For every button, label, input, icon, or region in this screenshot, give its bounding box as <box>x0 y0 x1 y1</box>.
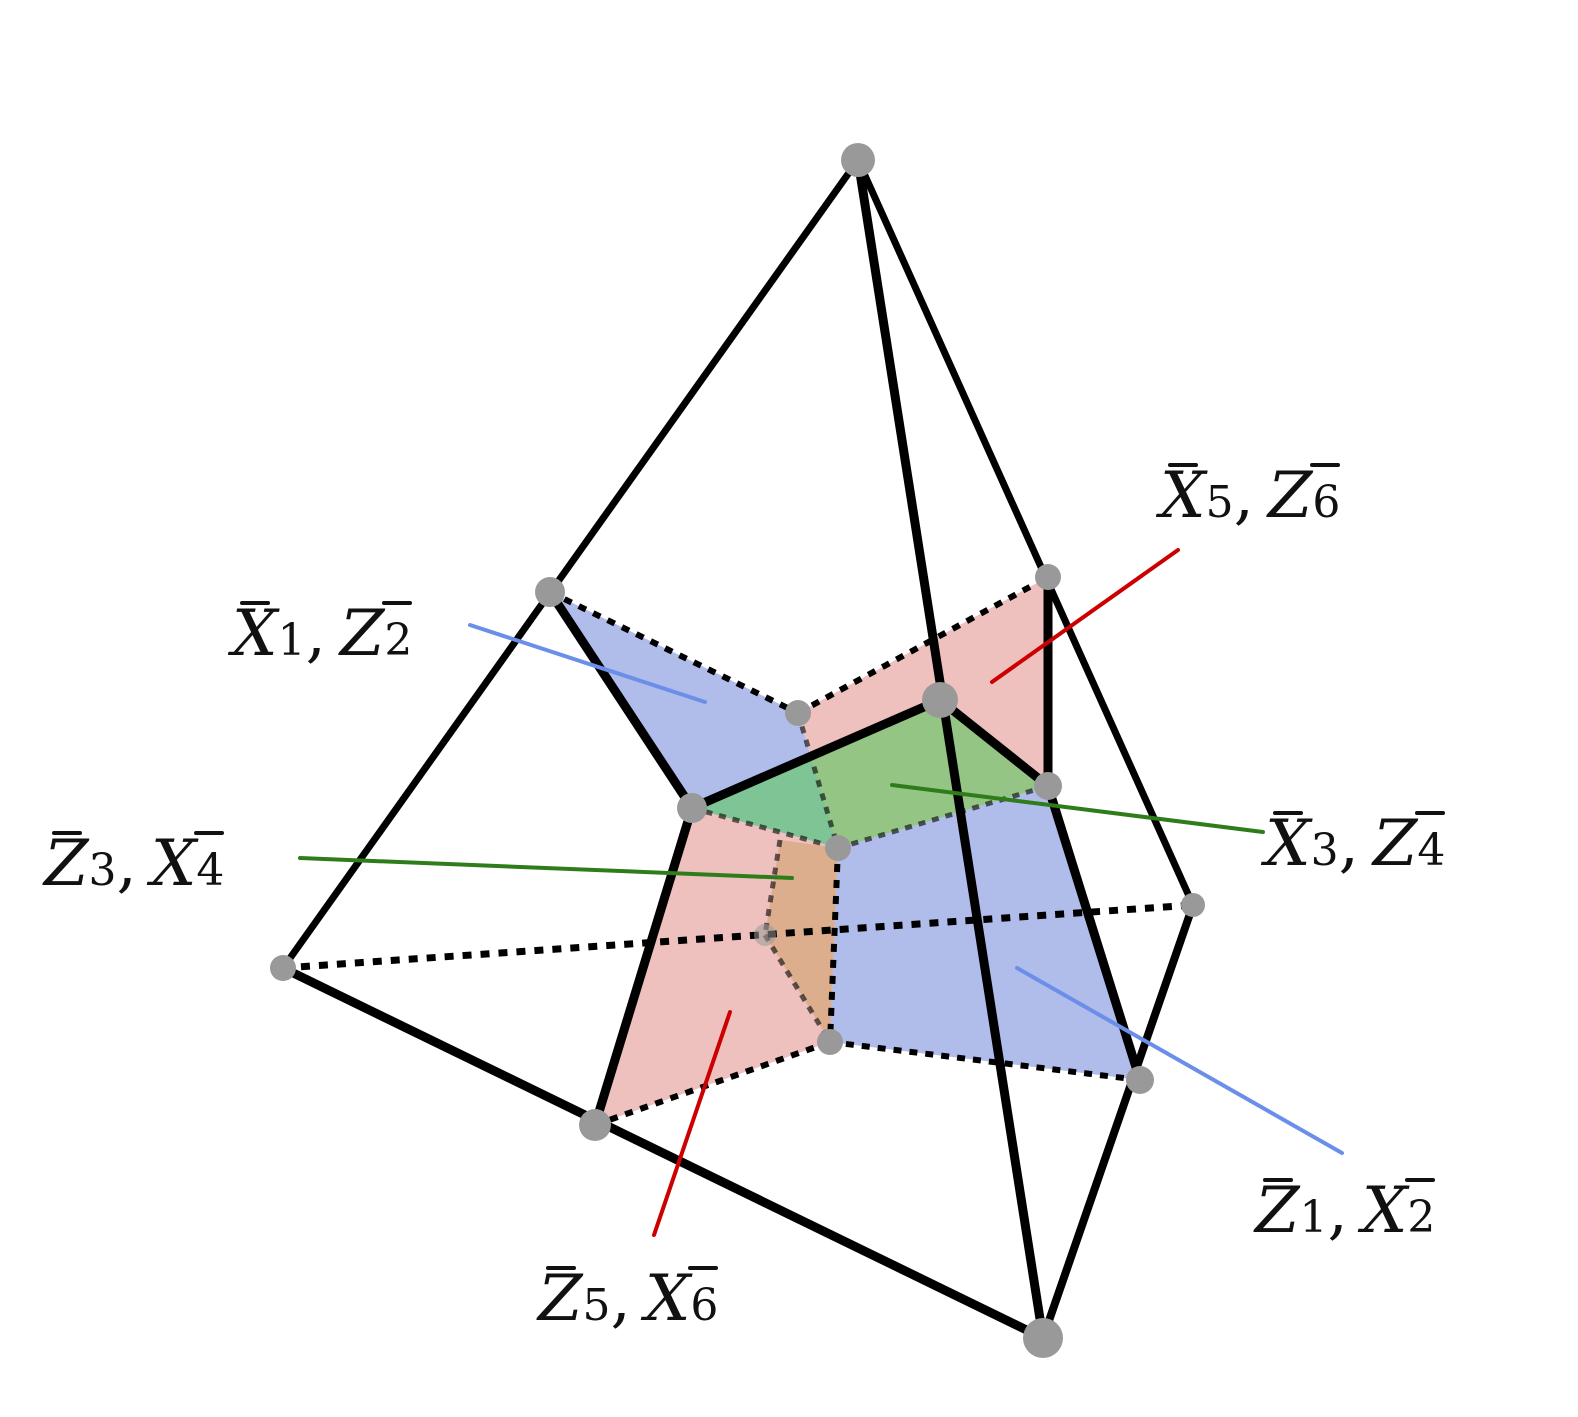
vertices <box>270 143 1205 1358</box>
label-x1z2-b: Z <box>338 597 386 671</box>
label-x3z4: X3,Z4 <box>1260 807 1445 881</box>
leader-z3x4 <box>298 856 794 880</box>
vertex-lower-right <box>1126 1066 1154 1094</box>
vertex-inner-top <box>785 700 811 726</box>
hidden-edge-inner-3 <box>837 783 1049 851</box>
edge-green-top-right <box>935 695 1053 791</box>
vertex-green-left <box>677 793 707 823</box>
label-z3x4-b: X <box>146 827 199 901</box>
hidden-edge-inner-1 <box>795 712 841 849</box>
leader-x1z2 <box>468 623 707 704</box>
label-x5z6-b-sub: 6 <box>1312 477 1340 528</box>
label-z5x6: Z5,X6 <box>536 1262 718 1336</box>
edge-green-top-left <box>687 695 945 813</box>
label-z5x6-b: X <box>640 1262 693 1336</box>
label-z1x2-sep: , <box>1327 1174 1347 1248</box>
hidden-edge-lower-right <box>829 1039 1141 1083</box>
vertex-mid-left <box>535 577 565 607</box>
label-z1x2-b-sub: 2 <box>1407 1192 1435 1243</box>
label-z1x2-a: Z <box>1253 1174 1301 1248</box>
label-z3x4-a-sub: 3 <box>88 845 116 896</box>
edge-apex-left <box>279 156 862 972</box>
vertex-center <box>825 835 851 861</box>
hidden-edge-inner-2 <box>691 805 839 851</box>
label-x1z2-a-sub: 1 <box>278 615 306 666</box>
label-z5x6-a-sub: 5 <box>582 1280 610 1331</box>
edge-apex-front <box>853 155 1048 1343</box>
leader-z1x2 <box>1015 966 1344 1155</box>
label-z3x4-b-sub: 4 <box>196 845 224 896</box>
svg-text:X3,Z4: X3,Z4 <box>1260 807 1445 881</box>
leader-x3z4 <box>890 783 1265 834</box>
leader-x5z6 <box>990 548 1180 684</box>
hidden-edge-center-vertical <box>827 847 841 1043</box>
face-red-lower <box>595 808 838 1125</box>
vertex-center-lower <box>817 1029 843 1055</box>
face-orange-inner <box>765 840 838 1042</box>
labels: X1,Z2 X5,Z6 Z3,X4 X3,Z4 Z1,X2 Z5,X6 <box>42 459 1445 1336</box>
vertex-green-right <box>1034 772 1062 800</box>
label-x5z6-a-sub: 5 <box>1206 477 1234 528</box>
svg-text:X1,Z2: X1,Z2 <box>227 597 412 671</box>
svg-text:Z5,X6: Z5,X6 <box>536 1262 718 1336</box>
label-x5z6-sep: , <box>1234 459 1254 533</box>
svg-text:Z1,X2: Z1,X2 <box>1253 1174 1435 1248</box>
edge-base-right-front <box>1039 901 1197 1342</box>
vertex-mid-right <box>1035 564 1061 590</box>
leader-z5x6 <box>652 1010 732 1237</box>
hidden-edges <box>282 574 1194 1128</box>
label-z3x4: Z3,X4 <box>42 827 224 901</box>
label-z3x4-sep: , <box>116 827 136 901</box>
label-z5x6-b-sub: 6 <box>690 1280 718 1331</box>
label-x1z2-sep: , <box>306 597 326 671</box>
label-z1x2: Z1,X2 <box>1253 1174 1435 1248</box>
label-x1z2: X1,Z2 <box>227 597 412 671</box>
hidden-edge-back-base <box>282 901 1194 972</box>
label-x5z6: X5,Z6 <box>1155 459 1340 533</box>
edge-red-lower-left <box>590 803 697 1130</box>
shaded-faces <box>550 577 1140 1125</box>
label-z1x2-a-sub: 1 <box>1299 1192 1327 1243</box>
face-blue-lower <box>830 786 1140 1080</box>
vertex-base-front <box>1023 1318 1063 1358</box>
label-x5z6-b: Z <box>1266 459 1314 533</box>
label-z5x6-a: Z <box>536 1262 584 1336</box>
leader-lines <box>298 548 1344 1237</box>
edge-base-left-front <box>278 963 1048 1343</box>
label-x1z2-b-sub: 2 <box>384 615 412 666</box>
label-x3z4-a-sub: 3 <box>1311 825 1339 876</box>
label-x3z4-sep: , <box>1339 807 1359 881</box>
visible-edges <box>278 155 1197 1343</box>
label-z3x4-a: Z <box>42 827 90 901</box>
svg-text:Z3,X4: Z3,X4 <box>42 827 224 901</box>
label-z5x6-sep: , <box>610 1262 630 1336</box>
label-x1z2-a: X <box>227 597 280 671</box>
label-x3z4-b-sub: 4 <box>1417 825 1445 876</box>
label-z1x2-b: X <box>1357 1174 1410 1248</box>
vertex-apex <box>841 143 875 177</box>
hidden-edge-blue-top <box>548 589 800 716</box>
svg-text:X5,Z6: X5,Z6 <box>1155 459 1340 533</box>
hidden-edge-inner-5 <box>762 933 833 1044</box>
edge-blue-left <box>545 587 697 813</box>
vertex-mid-front <box>922 682 958 718</box>
hidden-edge-inner-4 <box>762 839 783 936</box>
label-x5z6-a: X <box>1155 459 1208 533</box>
label-x3z4-b: Z <box>1371 807 1419 881</box>
edge-apex-right <box>854 156 1197 909</box>
vertex-lower-left <box>579 1109 611 1141</box>
vertex-hidden-inner <box>754 924 776 946</box>
vertex-base-left <box>270 955 296 981</box>
label-x3z4-a: X <box>1260 807 1313 881</box>
vertex-base-right <box>1181 893 1205 917</box>
